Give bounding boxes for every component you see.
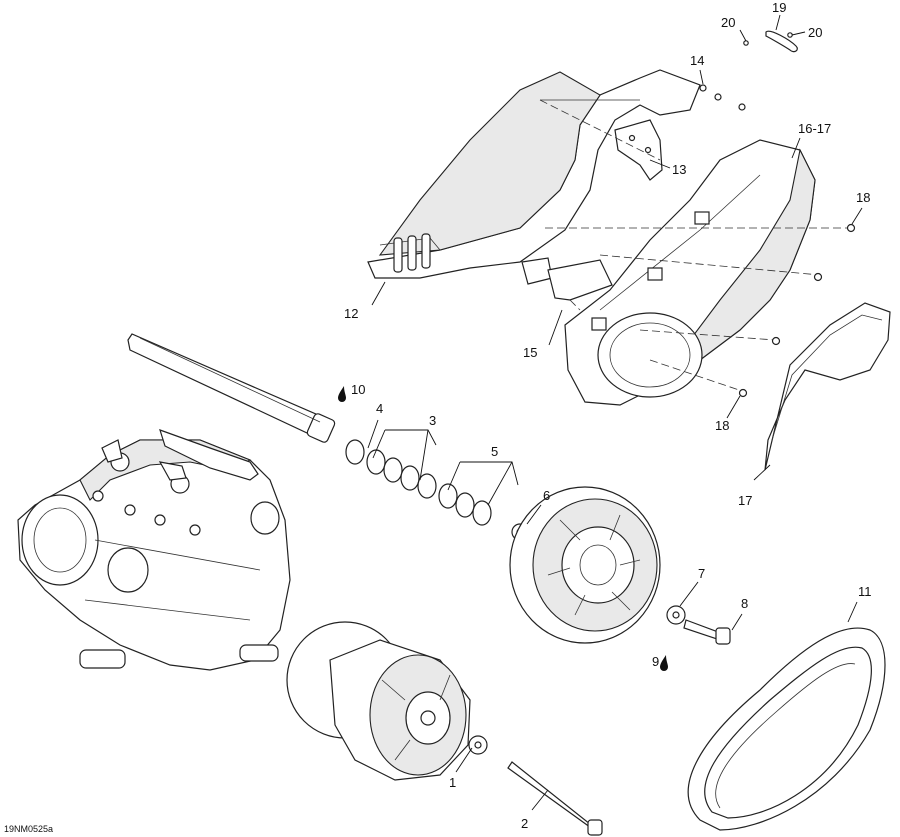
callout-18-top: 18 [856,190,870,205]
callout-9: 9 [652,654,659,669]
callout-19: 19 [772,0,786,15]
callout-5: 5 [491,444,498,459]
drawing-code: 19NM0525a [4,824,53,834]
drive-pulley [509,486,661,644]
driven-bolt [468,735,603,836]
callout-8: 8 [741,596,748,611]
callout-15: 15 [523,345,537,360]
drop-icon [338,386,346,402]
leader-lines [367,14,863,811]
callout-10: 10 [351,382,365,397]
callout-4: 4 [376,401,383,416]
pulley-guard [521,139,816,406]
callout-1: 1 [449,775,456,790]
callout-13: 13 [672,162,686,177]
callout-20-right: 20 [808,25,822,40]
callout-6: 6 [543,488,550,503]
callout-3: 3 [429,413,436,428]
callout-7: 7 [698,566,705,581]
callout-17: 17 [738,493,752,508]
belt-guard [367,69,701,279]
callout-16-17: 16-17 [798,121,831,136]
callout-20-left: 20 [721,15,735,30]
callout-14: 14 [690,53,704,68]
bolt-and-washer [666,605,731,645]
washers-18 [738,223,856,398]
callout-18-bottom: 18 [715,418,729,433]
callout-2: 2 [521,816,528,831]
callout-12: 12 [344,306,358,321]
callouts: 1 2 3 4 5 6 7 8 9 10 11 12 13 14 15 16-1… [4,0,872,834]
retaining-clip [743,30,798,53]
drop-icon [660,655,668,671]
screws [699,84,746,111]
callout-11: 11 [858,584,872,599]
engine [17,429,291,671]
spacer-rings [345,439,492,526]
bracket [614,119,663,181]
driven-pulley [286,621,471,781]
drive-belt [687,627,886,831]
gasket [764,302,891,471]
extension-shaft [127,333,336,443]
